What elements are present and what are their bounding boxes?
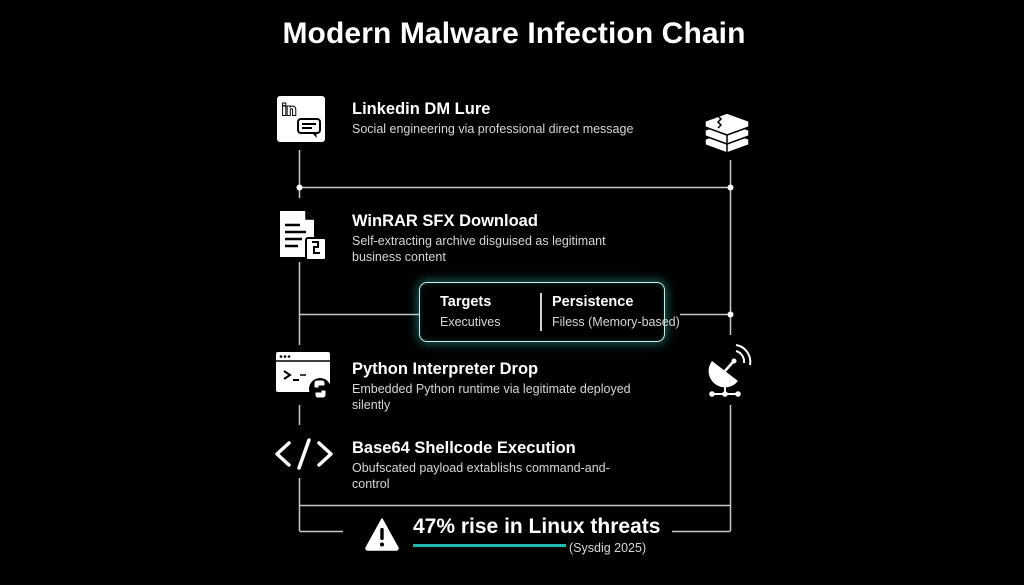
step-heading: WinRAR SFX Download <box>352 212 538 230</box>
targets-label: Targets <box>440 294 492 310</box>
step-description: Embedded Python runtime via legitimate d… <box>352 382 631 412</box>
step-description: Social engineering via professional dire… <box>352 122 634 136</box>
junction-dot <box>727 311 734 318</box>
code-brackets-icon <box>273 437 335 471</box>
step-description: Obufscated payload extablishs command-an… <box>352 461 610 491</box>
persistence-value: Filess (Memory-based) <box>552 315 680 329</box>
accent-underline <box>413 544 566 547</box>
step-winrar-download: WinRAR SFX Download Self-extracting arch… <box>352 211 642 265</box>
threat-stat-headline: 47% rise in Linux threats <box>413 515 661 538</box>
step-heading: Base64 Shellcode Execution <box>352 439 576 457</box>
junction-dot <box>727 184 734 191</box>
linkedin-message-icon: in <box>276 95 326 143</box>
persistence-label: Persistence <box>552 294 634 310</box>
document-archive-icon <box>278 209 332 263</box>
stats-divider <box>540 293 542 331</box>
threat-stat-source: (Sysdig 2025) <box>569 541 647 555</box>
step-description: Self-extracting archive disguised as leg… <box>352 234 606 264</box>
persistence-stat: Persistence Filess (Memory-based) <box>552 293 680 330</box>
step-heading: Linkedin DM Lure <box>352 100 491 118</box>
junction-dot <box>296 184 303 191</box>
targets-stat: Targets Executives <box>440 293 500 330</box>
step-python-drop: Python Interpreter Drop Embedded Python … <box>352 359 642 413</box>
satellite-dish-icon <box>706 343 756 401</box>
page-title: Modern Malware Infection Chain <box>282 17 746 50</box>
stats-panel: Targets Executives Persistence Filess (M… <box>419 282 680 342</box>
svg-text:in: in <box>282 102 296 119</box>
targets-value: Executives <box>440 315 501 329</box>
step-heading: Python Interpreter Drop <box>352 360 539 378</box>
step-shellcode-execution: Base64 Shellcode Execution Obufscated pa… <box>352 438 642 492</box>
warning-icon <box>364 517 400 551</box>
python-terminal-icon <box>275 351 335 403</box>
step-linkedin-lure: Linkedin DM Lure Social engineering via … <box>352 99 642 137</box>
layers-stack-icon <box>700 105 754 159</box>
